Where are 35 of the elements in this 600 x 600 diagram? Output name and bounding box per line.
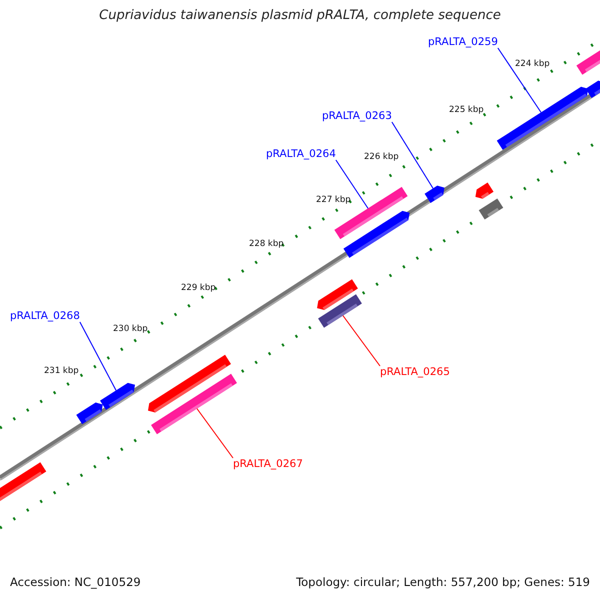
footer-text: Accession: NC_010529 <box>10 575 141 589</box>
scale-label: 229 kbp <box>181 283 216 293</box>
gene-block <box>318 294 362 328</box>
scale-label: 224 kbp <box>515 59 550 69</box>
gene-block <box>0 462 46 502</box>
leader-line <box>335 160 369 209</box>
gene-block <box>475 182 494 199</box>
scale-label: 230 kbp <box>113 324 148 334</box>
scale-label: 225 kbp <box>449 105 484 115</box>
scale-label: 226 kbp <box>364 152 399 162</box>
leader-line <box>391 122 434 189</box>
gene-label: pRALTA_0267 <box>233 458 303 470</box>
scale-label: 227 kbp <box>316 195 351 205</box>
gene-label: pRALTA_0263 <box>322 110 392 122</box>
footer-text: Topology: circular; Length: 557,200 bp; Genes: 519 <box>296 575 590 589</box>
gene-label: pRALTA_0264 <box>266 148 336 160</box>
leader-line <box>497 48 542 113</box>
leader-line <box>79 322 117 391</box>
leader-line <box>342 315 380 366</box>
gene-label: pRALTA_0268 <box>10 310 80 322</box>
gene-block <box>100 382 135 410</box>
gene-label: pRALTA_0265 <box>380 366 450 378</box>
gene-block <box>424 186 444 204</box>
gene-block <box>496 86 588 150</box>
gene-block <box>586 80 600 98</box>
gene-block <box>151 374 237 434</box>
title: Cupriavidus taiwanensis plasmid pRALTA, complete sequence <box>98 8 502 23</box>
scale-label: 228 kbp <box>249 239 284 249</box>
gene-block <box>478 198 504 220</box>
gene-label: pRALTA_0259 <box>428 36 498 48</box>
gene-block <box>76 402 103 424</box>
leader-line <box>196 408 234 458</box>
gene-block <box>576 49 600 75</box>
gene-block <box>343 210 410 258</box>
scale-label: 231 kbp <box>44 366 79 376</box>
